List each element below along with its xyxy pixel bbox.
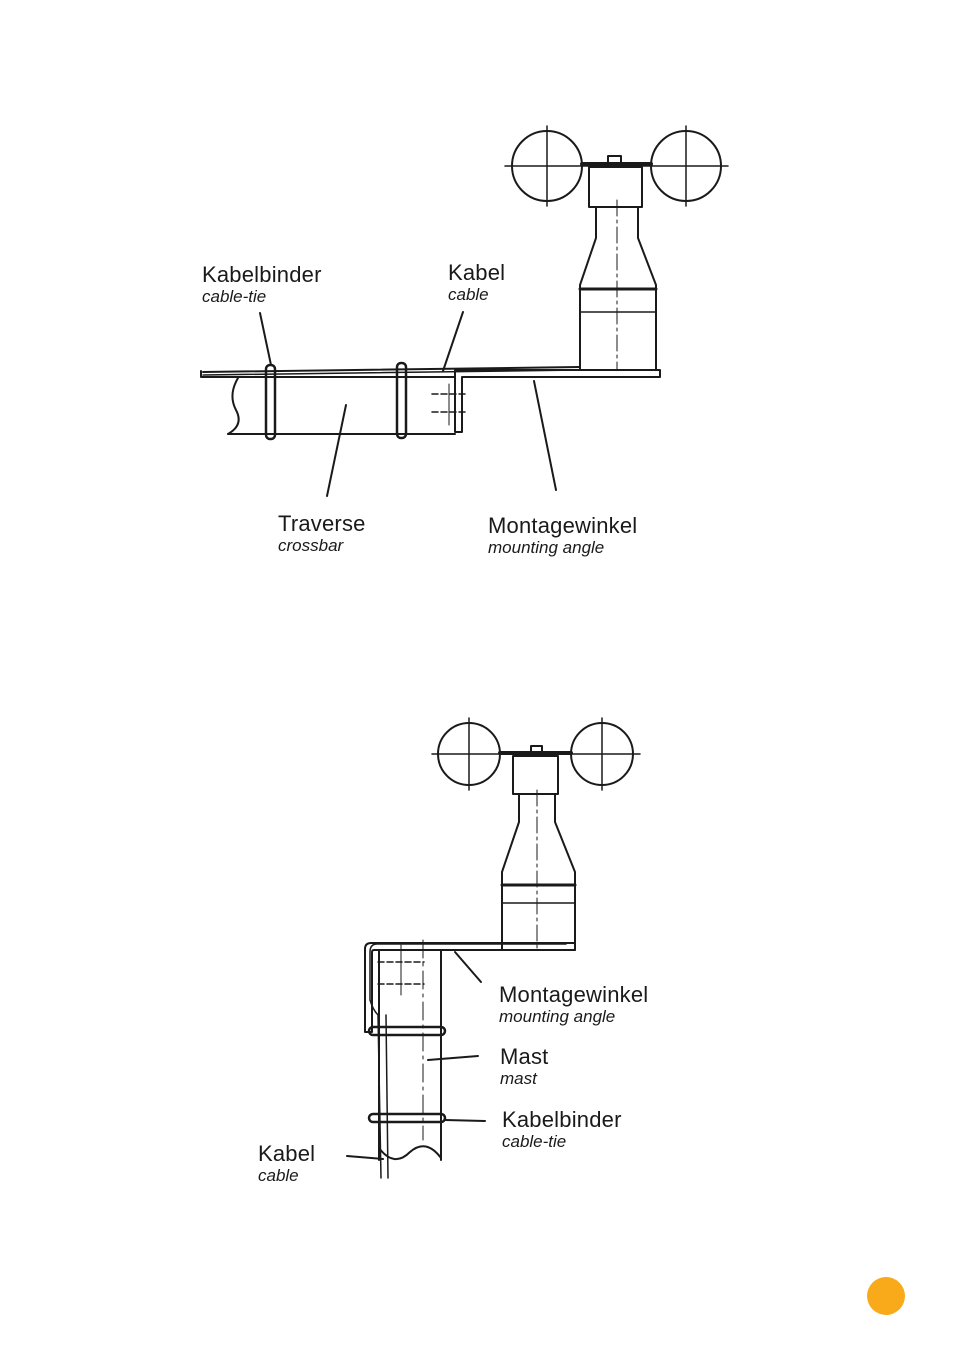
cable-tie-2 bbox=[395, 361, 408, 440]
anemometer-head bbox=[588, 166, 643, 208]
leader-kabelbinder-bottom bbox=[444, 1119, 486, 1122]
figure-crossbar-mounting bbox=[200, 125, 729, 497]
label-kabelbinder-bottom: Kabelbinder cable-tie bbox=[502, 1107, 622, 1151]
mounting-angle-top bbox=[431, 369, 661, 433]
label-kabel-bottom-en: cable bbox=[258, 1166, 299, 1185]
label-kabelbinder-top-de: Kabelbinder bbox=[202, 262, 322, 287]
label-mast-de: Mast bbox=[500, 1044, 549, 1069]
anemometer-head-2 bbox=[512, 755, 559, 795]
label-montagewinkel-bottom-de: Montagewinkel bbox=[499, 982, 649, 1007]
label-kabel-top-en: cable bbox=[448, 285, 489, 304]
leader-kabel-bottom bbox=[346, 1155, 384, 1160]
label-kabelbinder-bottom-en: cable-tie bbox=[502, 1132, 567, 1151]
cable-tie-3 bbox=[367, 1025, 447, 1037]
leader-montagewinkel-bottom bbox=[454, 951, 482, 983]
leader-traverse bbox=[326, 404, 347, 497]
mounting-angle-bracket bbox=[454, 369, 661, 433]
label-mast: Mast mast bbox=[500, 1044, 549, 1088]
label-mast-en: mast bbox=[500, 1069, 537, 1088]
page-marker-dot bbox=[867, 1277, 905, 1315]
figure-mast-mounting bbox=[346, 717, 641, 1179]
cable-line-bottom-2 bbox=[385, 1014, 389, 1179]
label-traverse: Traverse crossbar bbox=[278, 511, 366, 555]
label-traverse-en: crossbar bbox=[278, 536, 344, 555]
cable-tie-4 bbox=[367, 1112, 447, 1124]
crossbar-break-line bbox=[227, 377, 240, 435]
leader-mast bbox=[427, 1055, 479, 1061]
anemometer-top bbox=[504, 125, 729, 371]
leader-montagewinkel-top bbox=[533, 380, 557, 491]
anemometer-body-2 bbox=[501, 793, 576, 951]
label-montagewinkel-top-en: mounting angle bbox=[488, 538, 605, 557]
label-kabel-top-de: Kabel bbox=[448, 260, 506, 285]
cable-line-bottom bbox=[369, 943, 567, 1179]
crossbar-tube bbox=[204, 376, 456, 435]
label-montagewinkel-top: Montagewinkel mounting angle bbox=[488, 513, 638, 557]
anemometer-bottom bbox=[431, 717, 641, 951]
label-montagewinkel-bottom-en: mounting angle bbox=[499, 1007, 616, 1026]
label-montagewinkel-top-de: Montagewinkel bbox=[488, 513, 638, 538]
label-kabelbinder-top: Kabelbinder cable-tie bbox=[202, 262, 322, 306]
label-kabelbinder-top-en: cable-tie bbox=[202, 287, 267, 306]
leader-kabel-top bbox=[442, 311, 464, 372]
label-kabel-bottom-de: Kabel bbox=[258, 1141, 316, 1166]
label-kabel-top: Kabel cable bbox=[448, 260, 506, 304]
label-kabelbinder-bottom-de: Kabelbinder bbox=[502, 1107, 622, 1132]
label-kabel-bottom: Kabel cable bbox=[258, 1141, 316, 1185]
label-traverse-de: Traverse bbox=[278, 511, 366, 536]
mounting-angle-bracket-2 bbox=[364, 942, 576, 1033]
label-montagewinkel-bottom: Montagewinkel mounting angle bbox=[499, 982, 649, 1026]
leader-kabelbinder-top bbox=[259, 312, 272, 366]
